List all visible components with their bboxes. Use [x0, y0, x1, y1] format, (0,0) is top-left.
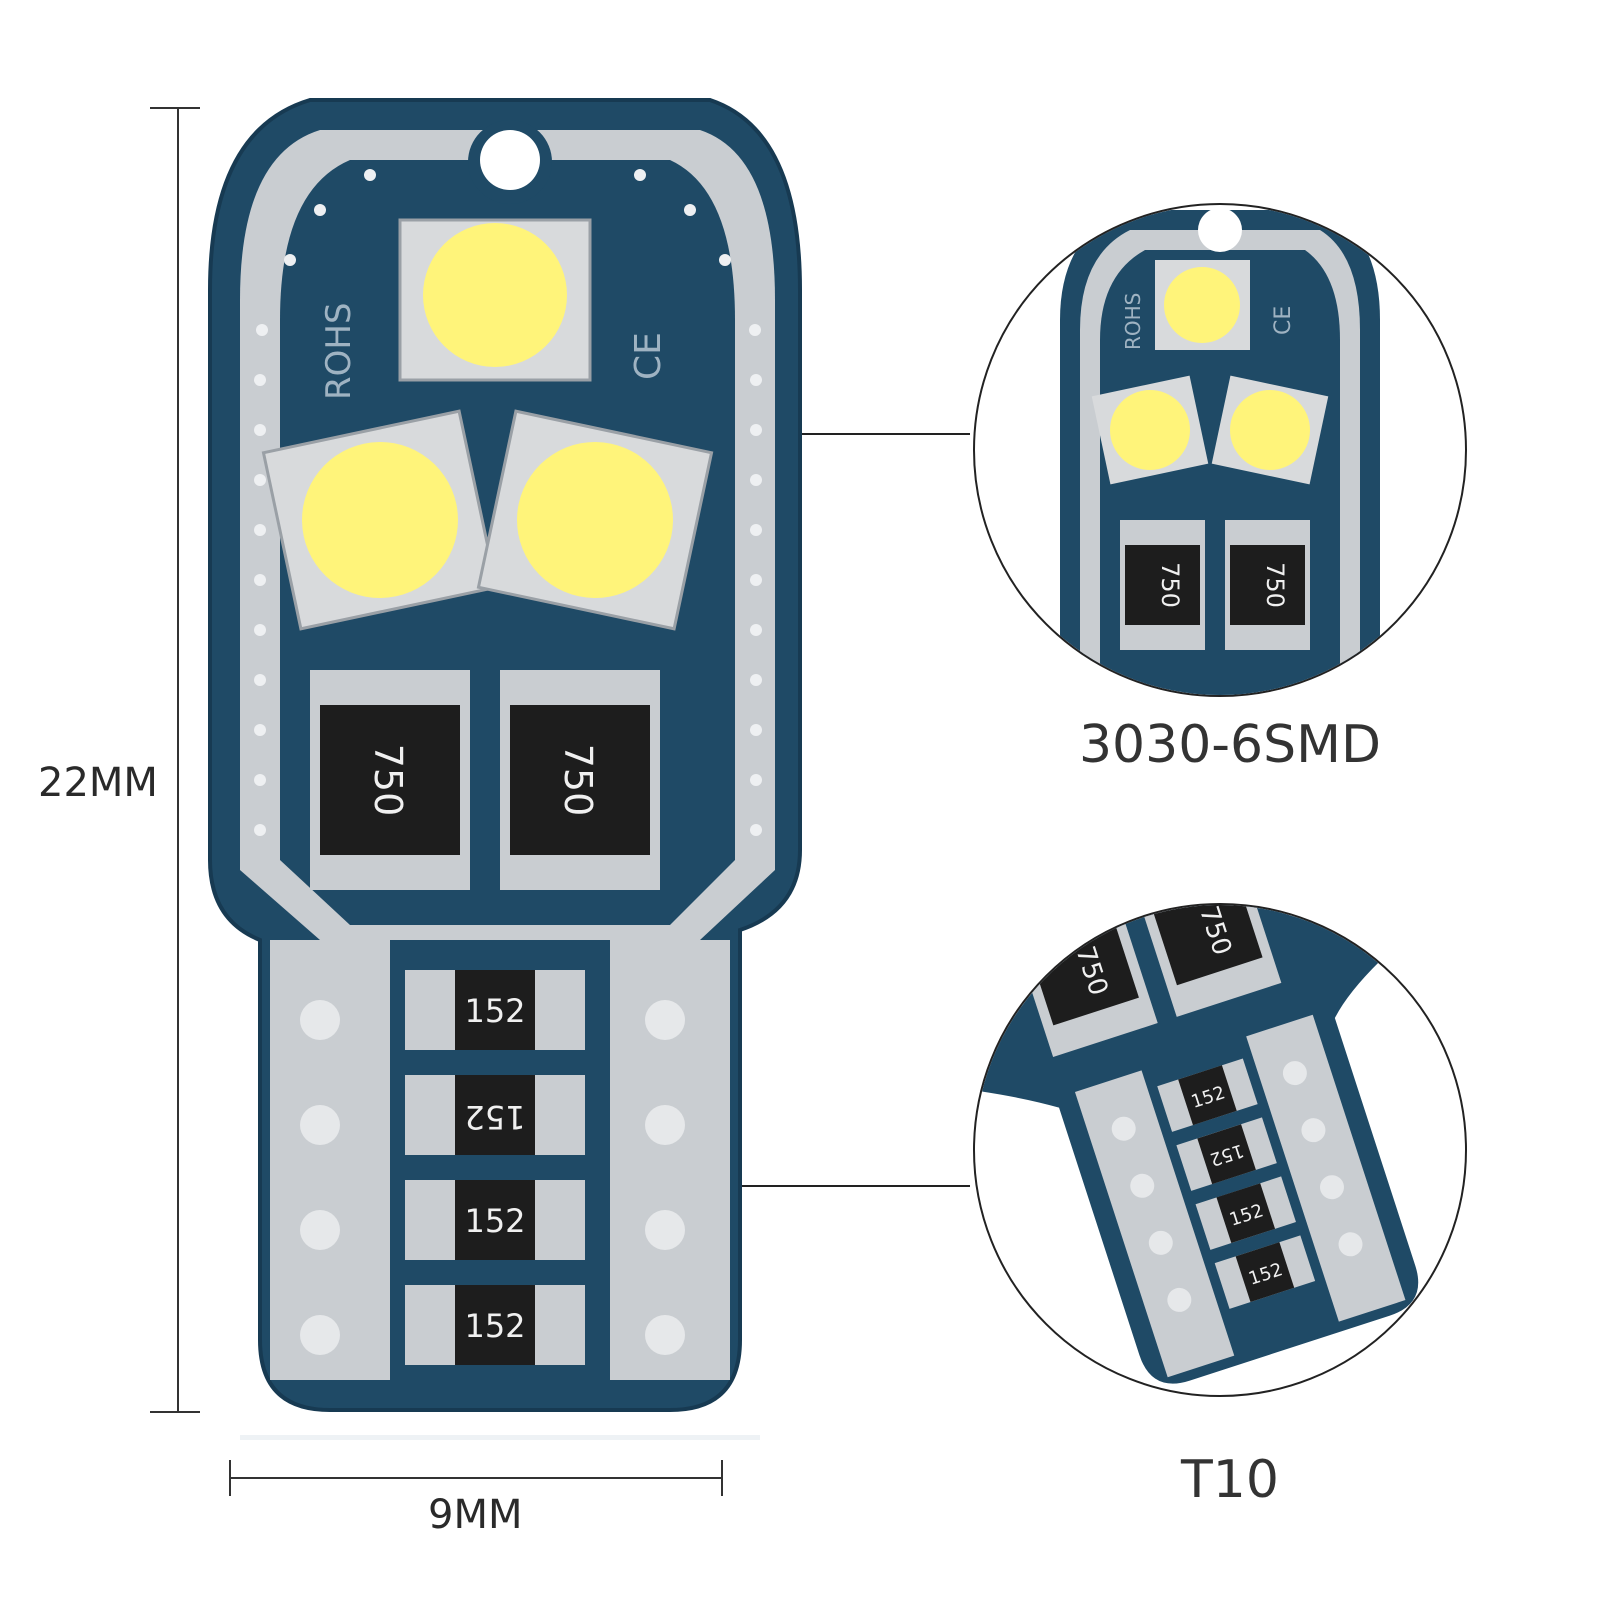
ce-mark: CE: [628, 332, 669, 380]
svg-text:750: 750: [556, 744, 600, 817]
led-left: [261, 409, 499, 631]
svg-text:152: 152: [464, 1202, 525, 1240]
resistor-small-3: 152: [405, 1180, 585, 1260]
svg-text:152: 152: [464, 1098, 525, 1136]
led-right: [476, 409, 714, 631]
height-dimension-label: 22MM: [38, 760, 158, 806]
via-dots: [254, 169, 762, 836]
resistor-large-left: 750: [310, 670, 470, 890]
width-dimension-label: 9MM: [428, 1492, 523, 1538]
mounting-hole: [480, 130, 540, 190]
svg-text:152: 152: [464, 1307, 525, 1345]
callout-label-t10: T10: [1181, 1450, 1279, 1510]
svg-text:152: 152: [464, 992, 525, 1030]
rohs-mark: ROHS: [319, 302, 359, 400]
zoom-callout-leds: ROHS CE 750 750: [973, 203, 1467, 697]
resistor-small-2: 152: [405, 1075, 585, 1155]
resistor-large-right: 750: [500, 670, 660, 890]
svg-text:750: 750: [1261, 562, 1289, 608]
callout-label-smd: 3030-6SMD: [1078, 715, 1382, 775]
resistor-small-4: 152: [405, 1285, 585, 1365]
zoom-callout-t10: 750 750 152 152 152 152: [970, 900, 1467, 1397]
resistor-small-1: 152: [405, 970, 585, 1050]
svg-text:750: 750: [1156, 562, 1184, 608]
t10-led-pcb: ROHS CE 750 750 152 152 152 152: [208, 98, 802, 1440]
svg-text:750: 750: [366, 744, 410, 817]
svg-text:ROHS: ROHS: [1121, 293, 1145, 350]
svg-text:CE: CE: [1271, 306, 1296, 335]
led-top: [398, 218, 592, 382]
